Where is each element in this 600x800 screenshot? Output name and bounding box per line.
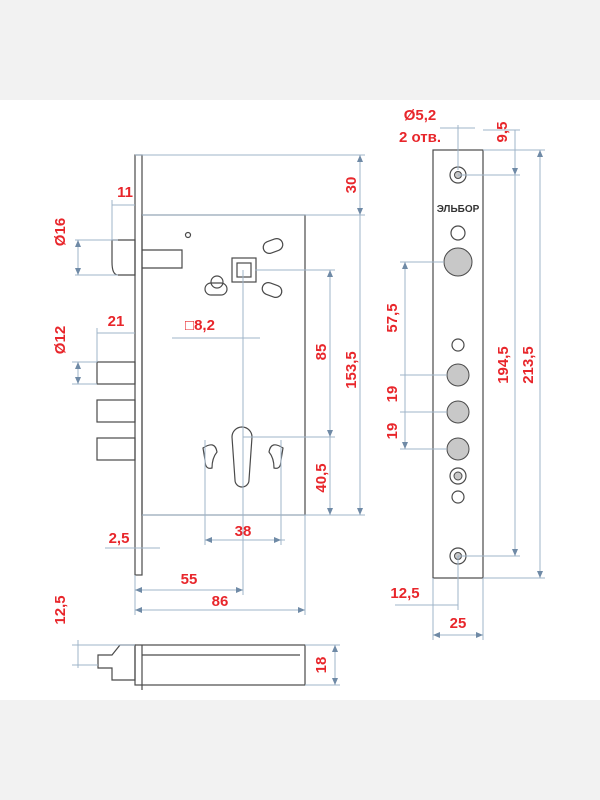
- spindle-hole-outer: [231, 257, 257, 283]
- bolt-opening-2: [446, 400, 470, 424]
- dim-bolt-pitch-2: 19: [384, 423, 401, 440]
- case-top-outline: [134, 644, 306, 686]
- dim-spindle-square: □8,2: [185, 317, 215, 334]
- screw-lobe-left: [202, 444, 218, 469]
- dim-top-hole-offset: 9,5: [494, 122, 511, 143]
- dim-mount-hole-spacing: 194,5: [495, 346, 512, 384]
- dim-faceplate-length: 213,5: [520, 346, 537, 384]
- dim-case-thickness: 18: [313, 657, 330, 674]
- left-view-dimension-lines: [72, 154, 365, 615]
- rivet: [184, 231, 192, 239]
- bolt-1: [96, 361, 136, 385]
- drawing-sheet: Ø16 11 Ø12 21 □8,2 85 153,5 40,5 30 2,5 …: [0, 100, 600, 700]
- dim-top-offset: 30: [343, 177, 360, 194]
- lock-body-side-view: [96, 154, 306, 576]
- bolt-2: [96, 399, 136, 423]
- dim-cylinder-screw-spacing: 38: [235, 523, 252, 540]
- latch-block: [142, 249, 183, 269]
- slot-hole: [204, 282, 228, 296]
- ring-hole-inner: [453, 471, 463, 481]
- dim-latch-offset: 11: [117, 184, 133, 201]
- dim-backset: 55: [181, 571, 198, 588]
- dim-latch-to-bolts: 57,5: [384, 303, 401, 332]
- dim-bolt-pitch-1: 19: [384, 386, 401, 403]
- dim-faceplate-thickness: 2,5: [109, 530, 130, 547]
- dim-bolt-diameter: Ø12: [52, 326, 69, 354]
- dim-hole-count: 2 отв.: [399, 129, 441, 146]
- dim-latch-diameter: Ø16: [52, 218, 69, 246]
- faceplate-edge: [134, 154, 143, 576]
- right-view-dimension-lines: [395, 125, 545, 640]
- dim-spindle-to-cylinder: 85: [313, 344, 330, 361]
- dim-case-depth: 86: [212, 593, 229, 610]
- latch-opening: [443, 247, 473, 277]
- dim-latch-height: 12,5: [52, 595, 69, 624]
- dim-bolt-throw: 21: [108, 313, 125, 330]
- lock-top-view: [72, 640, 340, 690]
- bolt-3: [96, 437, 136, 461]
- brand-logo: ЭЛЬБОР: [437, 204, 480, 215]
- slot-hole: [210, 275, 224, 289]
- dim-cylinder-to-bottom: 40,5: [313, 463, 330, 492]
- latch-top: [97, 644, 136, 681]
- bolt-opening-3: [446, 437, 470, 461]
- spindle-hole-inner: [236, 262, 252, 278]
- arrowheads: [75, 150, 543, 685]
- cylinder-cutout: [231, 426, 253, 488]
- dim-faceplate-width: 25: [450, 615, 467, 632]
- dim-mount-hole-diameter: Ø5,2: [404, 107, 437, 124]
- small-hole: [450, 225, 466, 241]
- small-hole: [451, 338, 465, 352]
- dim-case-height-lower: 153,5: [343, 351, 360, 389]
- bolt-opening-1: [446, 363, 470, 387]
- small-hole: [451, 490, 465, 504]
- ring-hole: [449, 467, 467, 485]
- latch-bolt: [111, 239, 136, 276]
- slot-hole: [262, 238, 284, 254]
- slot-hole: [261, 282, 283, 298]
- dim-hole-edge-offset: 12,5: [390, 585, 419, 602]
- screw-lobe-right: [268, 444, 284, 469]
